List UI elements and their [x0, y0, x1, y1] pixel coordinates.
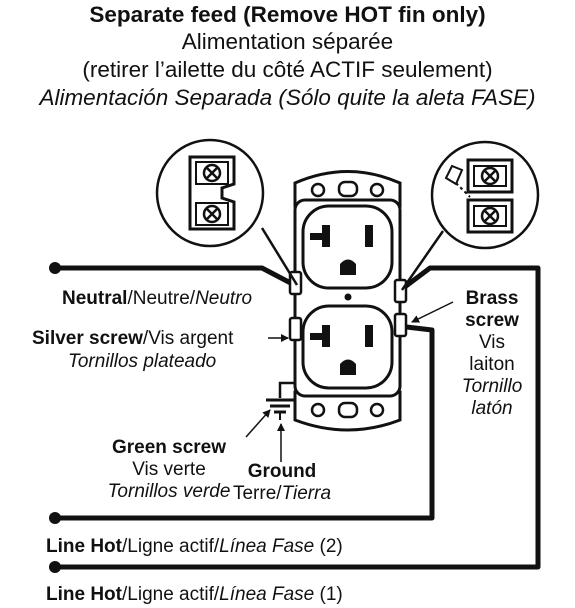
neutral-label: Neutral/Neutre/Neutro [62, 288, 252, 310]
title-french-note: (retirer l’ailette du côté ACTIF seuleme… [82, 57, 493, 82]
brass-screw-label-fr2: laiton [469, 354, 515, 375]
silver-screw-label-fr: /Vis argent [142, 328, 234, 349]
brass-screw-lower [393, 312, 408, 338]
green-screw-label-en: Green screw [111, 437, 227, 458]
detail-circle-neutral-side [155, 138, 299, 286]
line-hot-2-wire [55, 323, 435, 521]
leader-lines [245, 301, 454, 462]
line-hot-1-label-fr: /Ligne actif/ [122, 584, 220, 605]
brass-screw-arrow [411, 301, 454, 323]
ground-label-en: Ground [247, 461, 317, 482]
title-french: Alimentation séparée [181, 29, 394, 54]
line-hot-2-label-fr: /Ligne actif/ [122, 536, 220, 557]
neutral-label-es: Neutro [195, 288, 253, 309]
removed-fin-icon [444, 164, 464, 186]
silver-screw-label-es: Tornillos plateado [68, 351, 217, 372]
receptacle [288, 170, 408, 432]
outlet-slots [310, 225, 373, 375]
title-spanish: Alimentación Separada (Sólo quite la ale… [39, 85, 536, 110]
line-hot-1-label-num: (1) [314, 584, 343, 605]
silver-screw-lower [288, 316, 303, 342]
upper-outlet-face [301, 204, 394, 290]
ground-symbol-icon [266, 398, 294, 420]
brass-screw-upper [393, 278, 408, 304]
line-hot-2-label: Line Hot/Ligne actif/Línea Fase (2) [46, 536, 343, 558]
green-screw-label: Green screw Vis verte Tornillos verde [80, 437, 258, 503]
brass-screw-label-es1: Tornillo [461, 376, 523, 397]
silver-screw-label-es-line: Tornillos plateado [68, 351, 216, 373]
green-screw-label-es: Tornillos verde [107, 481, 231, 502]
brass-screw-label-en1: Brass [465, 288, 519, 309]
line-hot-1-label-es: Línea Fase [219, 584, 315, 605]
line-hot-1-wire [55, 265, 541, 570]
green-screw-label-fr: Vis verte [132, 459, 206, 480]
brass-screw-label-en2: screw [465, 310, 519, 331]
line-hot-1-label: Line Hot/Ligne actif/Línea Fase (1) [46, 584, 343, 606]
neutral-wire [55, 265, 306, 293]
neutral-wire-end [49, 262, 61, 274]
line-hot-2-label-num: (2) [314, 536, 343, 557]
detail-circle-hot-side [400, 140, 540, 291]
silver-screw-label-en: Silver screw [32, 328, 143, 349]
ground-label-es: Tierra [281, 483, 332, 504]
line-hot-2-label-en: Line Hot [46, 536, 122, 557]
brass-screw-label-es2: latón [471, 398, 513, 419]
brass-screw-label: Brass screw Vis laiton Tornillo latón [452, 288, 532, 420]
green-screw-arrow [245, 409, 271, 438]
line-hot-1-wire-end [49, 561, 61, 573]
ground-label: Ground Terre/Tierra [222, 461, 342, 505]
brass-screw-label-fr1: Vis [478, 332, 506, 353]
ground-label-fr: Terre/ [232, 483, 282, 504]
title-english: Separate feed (Remove HOT fin only) [89, 2, 486, 27]
line-hot-2-wire-end [49, 512, 61, 524]
neutral-label-fr: /Neutre/ [127, 288, 196, 309]
line-hot-1-label-en: Line Hot [46, 584, 122, 605]
neutral-label-en: Neutral [62, 288, 128, 309]
line-hot-2-label-es: Línea Fase [219, 536, 315, 557]
center-screw [344, 293, 352, 301]
lower-outlet-face [301, 304, 394, 390]
silver-screw-label: Silver screw/Vis argent [32, 328, 233, 350]
